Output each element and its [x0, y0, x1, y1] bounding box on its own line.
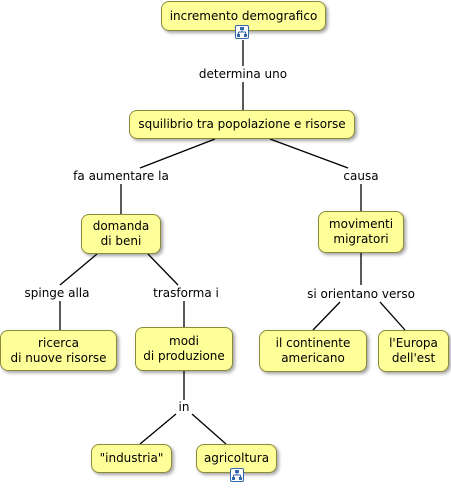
link-label-determina-uno: determina uno — [196, 67, 290, 81]
concept-map-link-icon[interactable] — [235, 25, 249, 39]
concept-modi-di-produzione[interactable]: modi di produzione — [135, 327, 233, 371]
link-label-causa: causa — [341, 169, 381, 183]
concept-movimenti-migratori[interactable]: movimenti migratori — [318, 211, 404, 253]
link-label-spinge-alla: spinge alla — [22, 286, 92, 300]
connector-line — [139, 413, 177, 445]
connector-line — [191, 413, 227, 445]
connector-line — [147, 253, 179, 286]
concept-industria[interactable]: "industria" — [91, 444, 172, 473]
concept-continente-americano[interactable]: il continente americano — [259, 330, 367, 372]
concept-ricerca-nuove-risorse[interactable]: ricerca di nuove risorse — [0, 330, 117, 371]
connector-line — [379, 301, 406, 331]
connector-line — [269, 138, 349, 169]
concept-europa-est[interactable]: l'Europa dell'est — [378, 330, 449, 372]
connector-line — [59, 253, 98, 286]
concept-domanda-di-beni[interactable]: domanda di beni — [81, 214, 161, 254]
connector-line — [312, 301, 341, 331]
link-label-si-orientano-verso: si orientano verso — [305, 287, 417, 301]
link-label-trasforma-i: trasforma i — [151, 286, 221, 300]
link-label-in: in — [176, 400, 192, 414]
link-label-fa-aumentare: fa aumentare la — [71, 169, 171, 183]
concept-incremento-demografico[interactable]: incremento demografico — [161, 1, 326, 31]
concept-agricoltura[interactable]: agricoltura — [196, 444, 277, 473]
concept-squilibrio[interactable]: squilibrio tra popolazione e risorse — [129, 110, 355, 139]
connector-line — [139, 138, 216, 169]
concept-map-link-icon[interactable] — [230, 468, 244, 482]
